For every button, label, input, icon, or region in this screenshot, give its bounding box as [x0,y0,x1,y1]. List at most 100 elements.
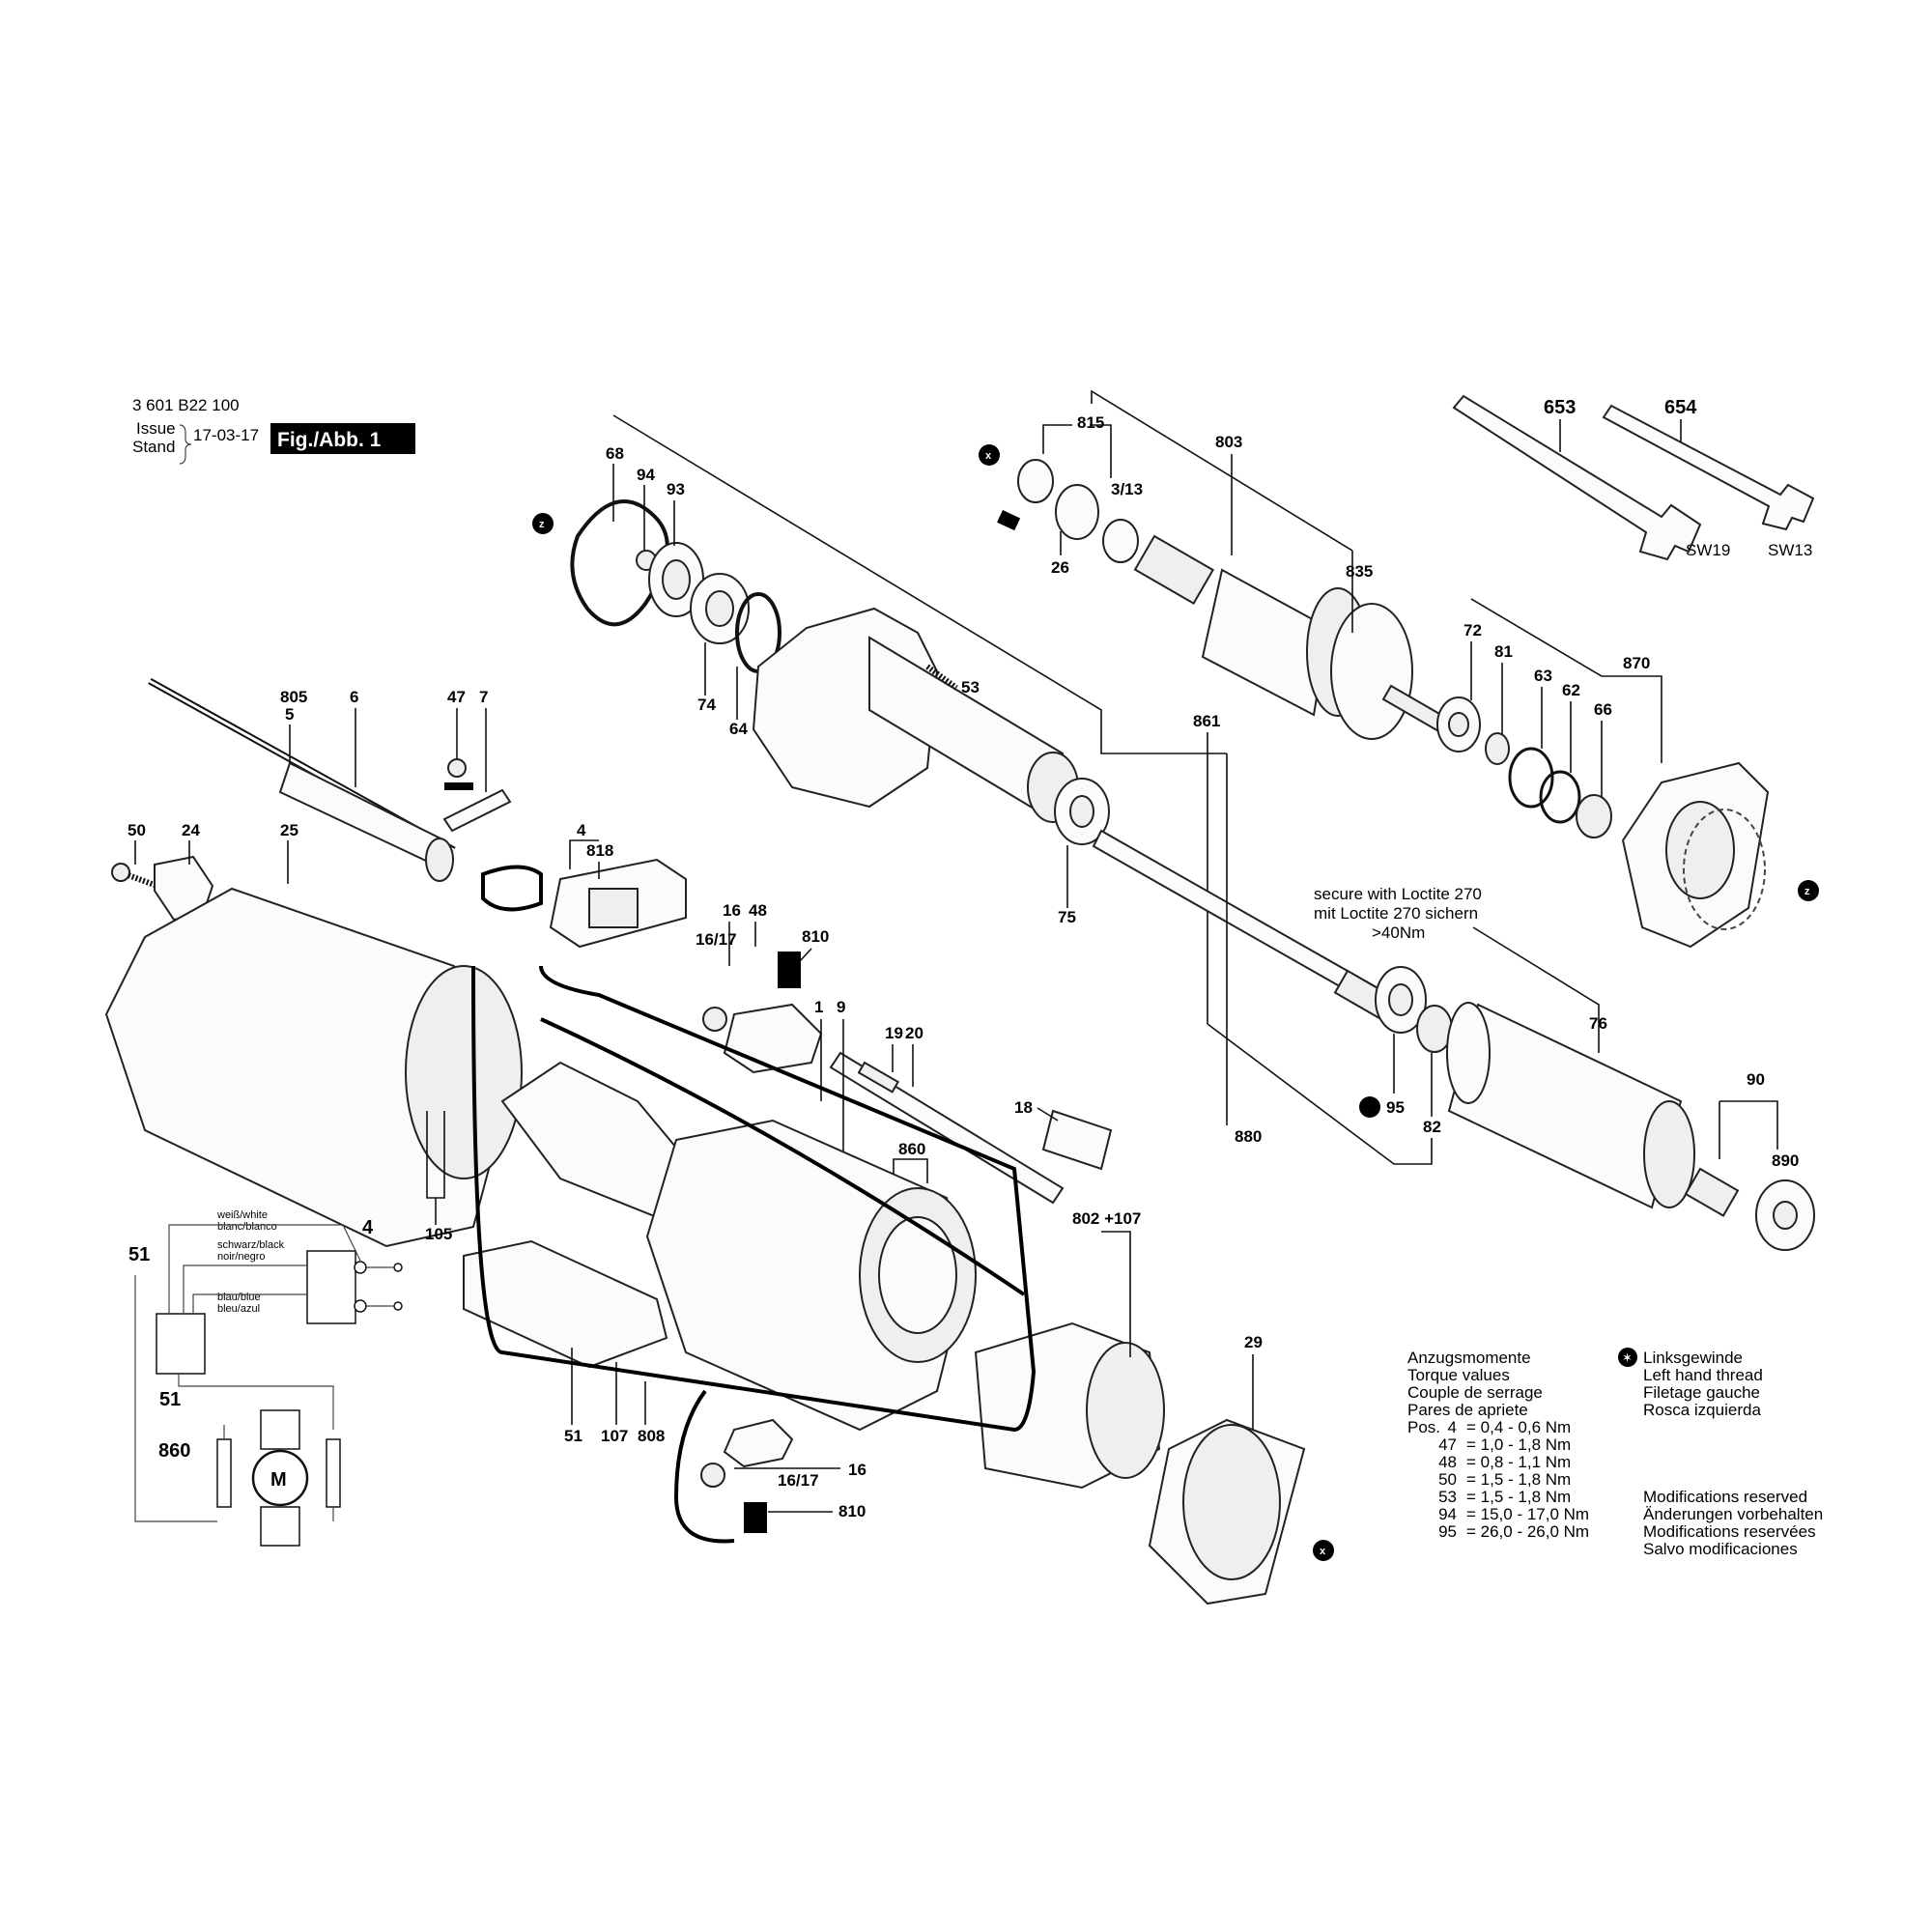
nut-95 [1375,966,1427,1034]
callout-94: 94 [637,466,655,484]
bracket-803 [1091,389,1353,552]
internal-wiring-main [471,965,1037,1433]
wrench-653 [1452,394,1702,561]
callout-16a: 16 [723,901,741,920]
callout-803: 803 [1215,433,1242,451]
callout-47: 47 [447,688,466,706]
callout-19: 19 [885,1024,903,1042]
callout-66: 66 [1594,700,1612,719]
schematic-label-860: 860 [158,1440,190,1462]
wire-white-label2: blanc/blanco [217,1221,277,1233]
field-coil [974,1321,1165,1490]
issue-label: Issue [136,419,176,438]
callout-20: 20 [905,1024,923,1042]
spring-19 [857,1061,900,1094]
callout-6: 6 [350,688,358,706]
callout-654: 654 [1664,397,1697,418]
wire-white-label: weiß/white [216,1209,268,1221]
callout-870: 870 [1623,654,1650,672]
callout-7: 7 [479,688,488,706]
screw-47-shank [444,782,473,790]
torque-title-es: Pares de apriete [1407,1401,1528,1419]
slide-button-18 [1041,1109,1113,1171]
callout-48: 48 [749,901,767,920]
motor-symbol [251,1449,309,1507]
torque-row-value: = 1,5 - 1,8 Nm [1466,1470,1571,1489]
callout-107: 107 [601,1427,628,1445]
torque-pos-label: Pos. [1407,1418,1440,1436]
torque-title-fr: Couple de serrage [1407,1383,1543,1402]
marker-x-top [979,444,1000,466]
callout-3-13: 3/13 [1111,480,1143,498]
front-guard-29 [1148,1418,1306,1605]
label-sw19: SW19 [1686,541,1730,559]
callout-890: 890 [1772,1151,1799,1170]
torque-row-id: 50 [1438,1470,1457,1489]
motor-symbol-label: M [270,1469,287,1491]
marker-x-bottom [1313,1540,1334,1561]
torque-row-value: = 15,0 - 17,0 Nm [1466,1505,1589,1523]
header-brace [179,424,192,465]
cord-grommet [425,838,454,882]
wrench-654 [1602,404,1815,531]
callout-1: 1 [814,998,823,1016]
torque-row-value: = 0,8 - 1,1 Nm [1466,1453,1571,1471]
callout-653: 653 [1544,397,1576,418]
callout-105: 105 [425,1225,452,1243]
bracket-815-left [1042,424,1072,454]
thread-legend-es: Rosca izquierda [1643,1401,1761,1419]
internal-wiring-2 [540,1017,1026,1296]
callout-860a: 860 [898,1140,925,1158]
callout-68: 68 [606,444,624,463]
left-thread-star-icon [1618,1348,1637,1367]
brush-holder-upper [702,952,823,1074]
torque-table: Anzugsmomente Torque values Couple de se… [1407,1349,1589,1541]
leader-18 [1037,1107,1059,1122]
torque-row-value: = 1,5 - 1,8 Nm [1466,1488,1571,1506]
schematic-label-4: 4 [362,1217,374,1238]
rear-housing-25 [104,887,523,1248]
armature-835 [1133,534,1451,740]
callout-9: 9 [837,998,845,1016]
torque-row-id: 47 [1438,1435,1457,1454]
marker-x-top-label: x [985,450,992,462]
schematic-label-51-bottom: 51 [159,1389,181,1410]
callout-95: 95 [1386,1098,1405,1117]
schematic-label-51-top: 51 [128,1244,150,1265]
marker-z-top [532,513,554,534]
callout-63: 63 [1534,667,1552,685]
bearing-74 [690,573,750,644]
inner-frame [500,1061,688,1219]
screw-47 [447,758,467,778]
sleeve-76 [1446,1002,1695,1209]
callout-18: 18 [1014,1098,1033,1117]
marker-z-top-label: z [539,519,545,530]
fig-label: Fig./Abb. 1 [277,429,382,451]
fig-badge [270,423,415,454]
stand-label: Stand [132,438,175,456]
flange-870 [1621,761,1770,949]
svg-text:✶: ✶ [1622,1351,1633,1366]
marker-x-bottom-label: x [1320,1546,1326,1557]
callout-29: 29 [1244,1333,1263,1351]
ring-63 [1508,747,1554,809]
callout-81: 81 [1494,642,1513,661]
collet-90 [1684,1167,1740,1217]
callout-93: 93 [667,480,685,498]
modifications-note: Modifications reserved Änderungen vorbeh… [1643,1488,1823,1558]
callout-72: 72 [1463,621,1482,639]
loctite-line2: mit Loctite 270 sichern [1314,904,1478,923]
torque-row-id: 95 [1438,1522,1457,1541]
wire-black-label: schwarz/black [217,1239,285,1251]
brush-holder-lower [700,1418,794,1533]
motor-housing [645,1119,977,1432]
callout-808: 808 [638,1427,665,1445]
leader-810a [799,948,812,962]
internal-wiring-lower [673,1389,735,1544]
loctite-line1: secure with Loctite 270 [1314,885,1482,903]
torque-row-value: = 1,0 - 1,8 Nm [1466,1435,1571,1454]
cord-sleeve-6 [278,761,445,871]
callout-810b: 810 [838,1502,866,1520]
brush-board-51 [463,1239,668,1369]
